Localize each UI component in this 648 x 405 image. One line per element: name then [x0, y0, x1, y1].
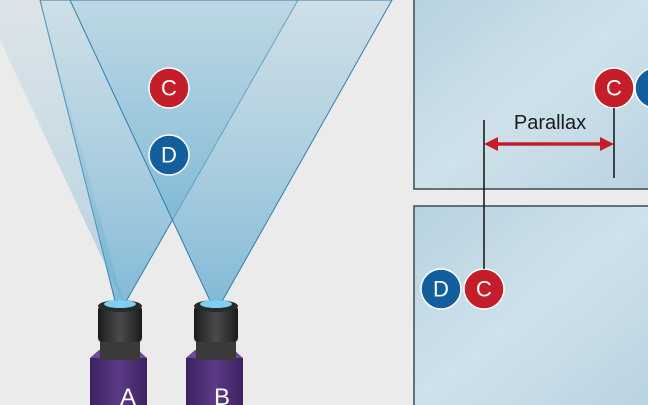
image-bottom-point-d: D	[420, 268, 462, 310]
image-top-point-c: C	[593, 67, 635, 109]
camera-a-lens	[98, 306, 142, 342]
camera-a-label: A	[120, 384, 136, 405]
camera-a-view-cone-edge	[0, 0, 124, 305]
camera-b-body	[186, 358, 243, 405]
scene-point-d-label: D	[161, 143, 177, 168]
camera-a: A	[90, 300, 147, 405]
image-top-point-d	[634, 68, 648, 108]
camera-b-lens	[194, 306, 238, 342]
image-bottom-point-c-label: C	[476, 277, 492, 302]
scene-point-c-label: C	[161, 76, 177, 101]
scene-point-c: C	[148, 67, 190, 109]
image-bottom-point-d-label: D	[433, 277, 449, 302]
scene-point-d: D	[148, 134, 190, 176]
parallax-label: Parallax	[514, 112, 586, 134]
image-top-point-c-label: C	[606, 76, 622, 101]
image-panel-bottom	[413, 205, 648, 405]
camera-b: B	[186, 300, 243, 405]
camera-b-label: B	[214, 384, 230, 405]
image-bottom-point-c: C	[463, 268, 505, 310]
camera-a-body	[90, 358, 147, 405]
